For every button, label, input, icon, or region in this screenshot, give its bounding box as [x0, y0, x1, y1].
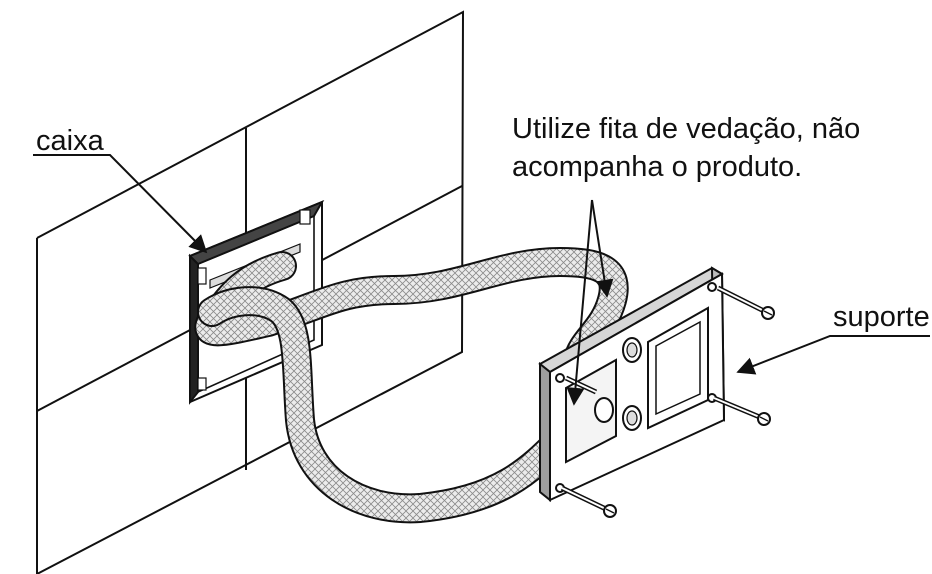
- suporte-arrow: [736, 335, 930, 375]
- note-line-2: acompanha o produto.: [512, 151, 802, 183]
- note-arrow-right: [591, 199, 614, 298]
- screws: [560, 285, 775, 518]
- caixa-arrow: [33, 154, 208, 254]
- screw-bottom-right: [713, 395, 771, 426]
- screw-bottom-left: [560, 485, 617, 518]
- suporte-label: suporte: [833, 301, 930, 333]
- screw-top-right: [716, 285, 775, 320]
- caixa-label: caixa: [36, 125, 105, 157]
- note-line-1: Utilize fita de vedação, não: [512, 113, 860, 145]
- mounting-bracket: [538, 266, 726, 503]
- note-arrow-left: [566, 199, 593, 406]
- screw-top-left: [564, 375, 598, 395]
- leader-lines: [33, 154, 930, 406]
